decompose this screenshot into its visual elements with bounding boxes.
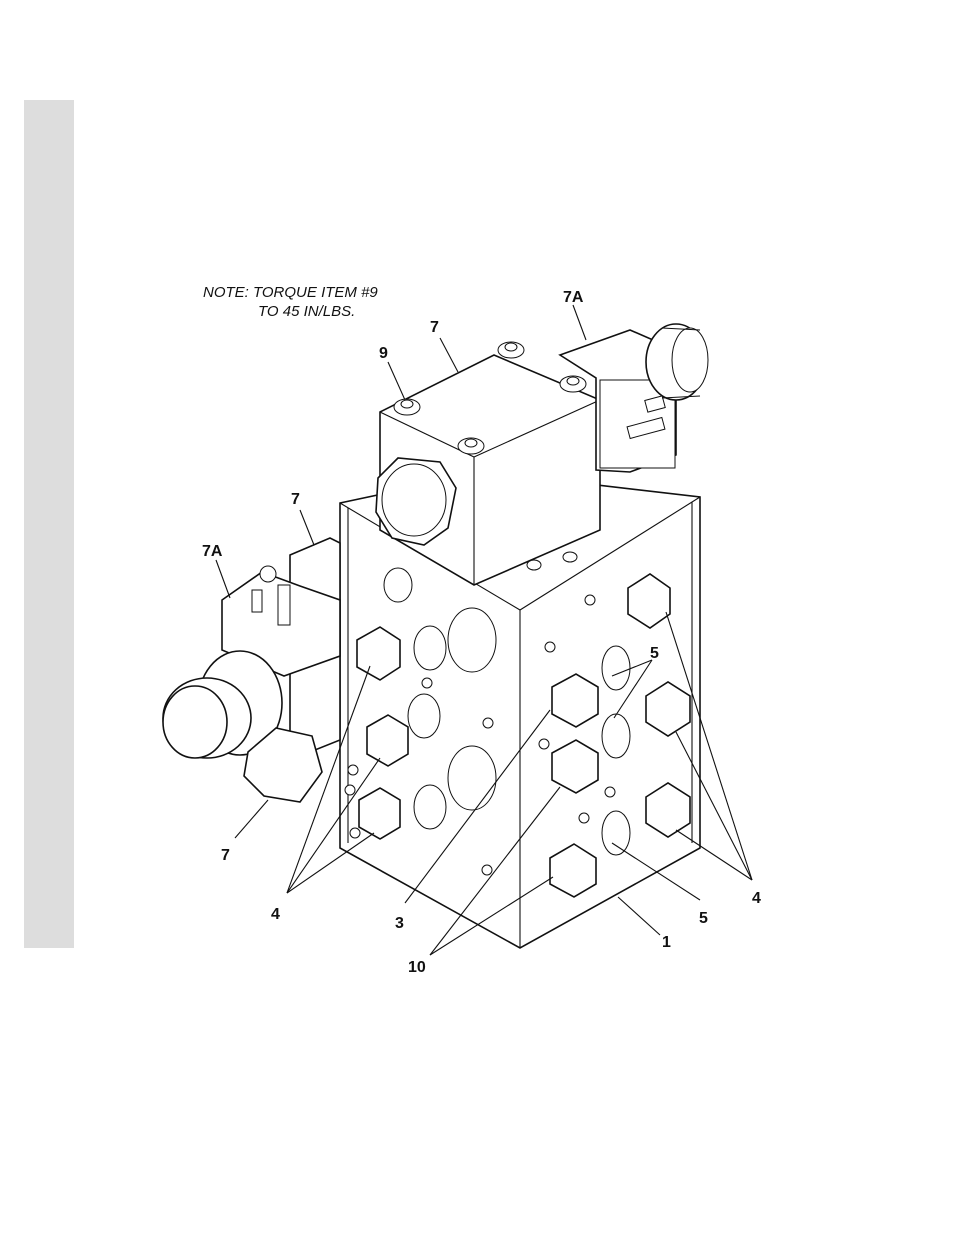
callout-3: 3 bbox=[395, 915, 404, 932]
callout-4-right: 4 bbox=[752, 890, 761, 907]
callout-7a-top: 7A bbox=[563, 289, 584, 306]
callout-10: 10 bbox=[408, 959, 426, 976]
callout-1: 1 bbox=[662, 934, 671, 951]
callout-5-upper: 5 bbox=[650, 645, 659, 662]
callout-5-lower: 5 bbox=[699, 910, 708, 927]
callout-7-left: 7 bbox=[291, 491, 300, 508]
callout-9: 9 bbox=[379, 345, 388, 362]
callout-7a-left: 7A bbox=[202, 543, 223, 560]
callout-4-left: 4 bbox=[271, 906, 280, 923]
left-solenoid-coil bbox=[163, 538, 340, 802]
callout-7-bottom: 7 bbox=[221, 847, 230, 864]
callout-7-top: 7 bbox=[430, 319, 439, 336]
